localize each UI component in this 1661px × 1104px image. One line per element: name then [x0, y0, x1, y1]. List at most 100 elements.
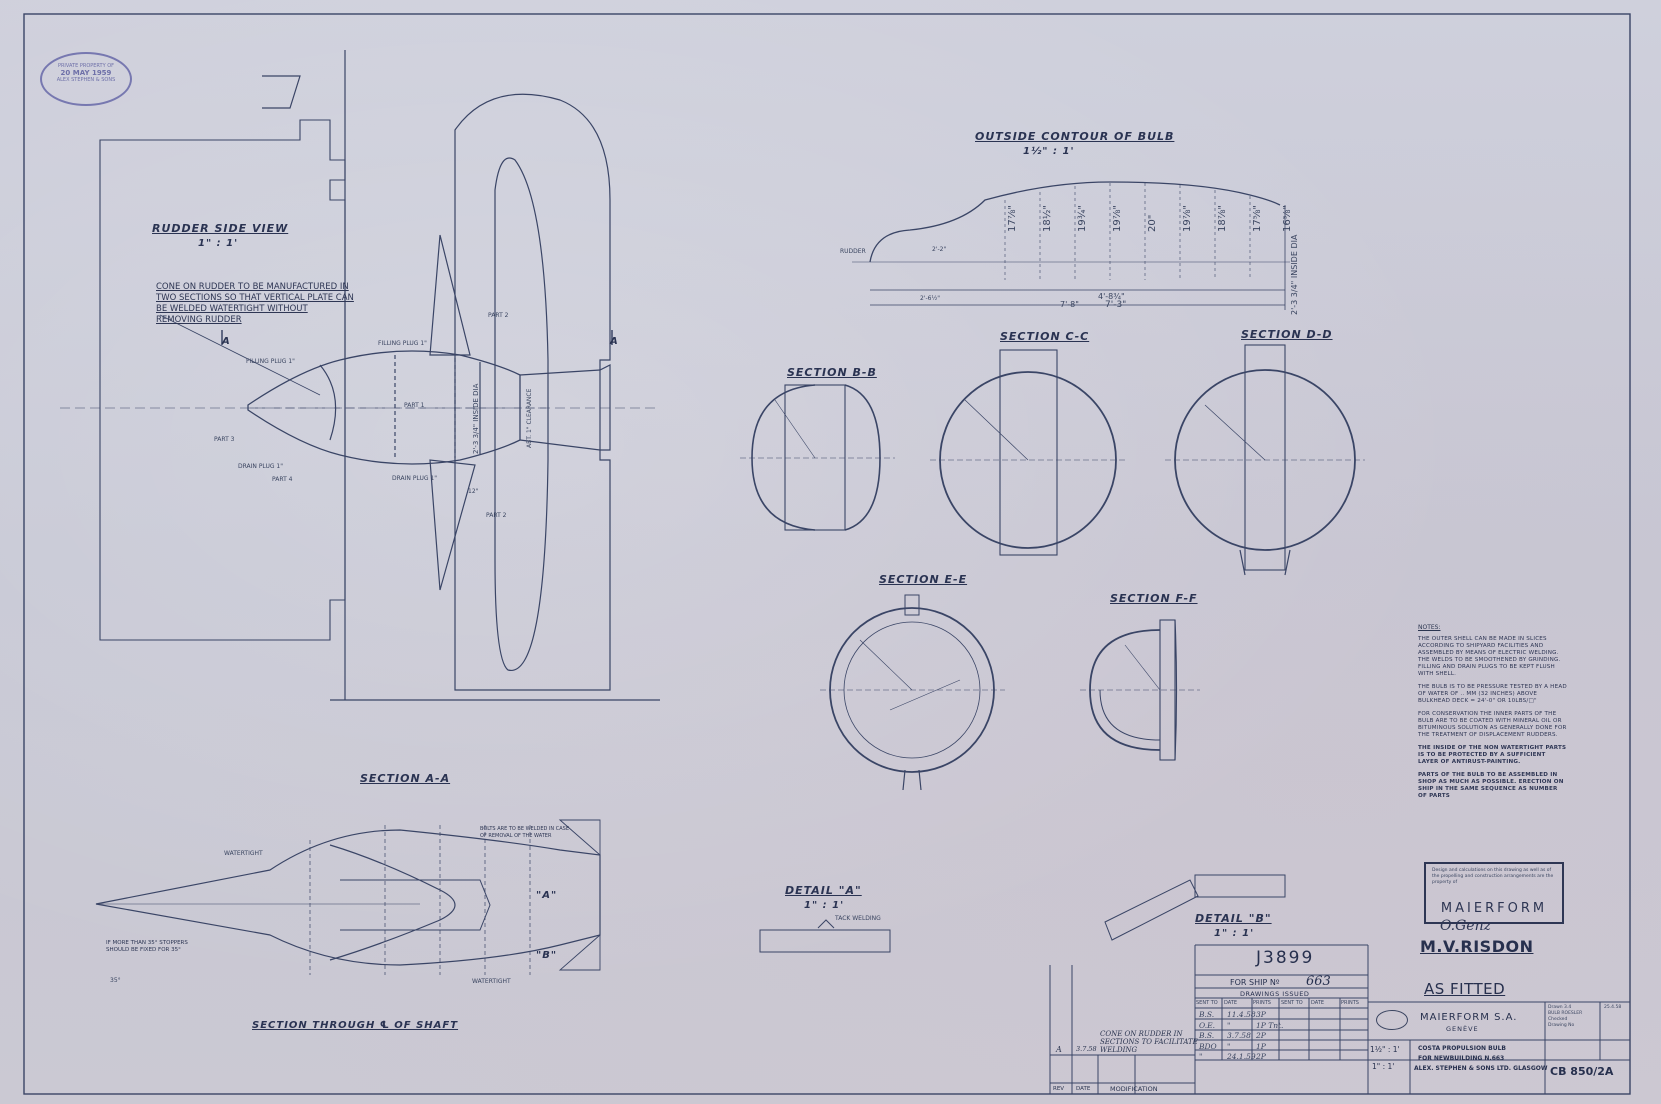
maierform-logo-icon — [1376, 1010, 1408, 1030]
issued-col-header: PRINTS — [1253, 1000, 1271, 1006]
contour-dim-9: 16⅝" — [1282, 204, 1293, 232]
for-ship-number: 663 — [1306, 974, 1331, 989]
issued-cell: 1P — [1256, 1041, 1266, 1051]
signature: O.Genz — [1440, 918, 1491, 934]
contour-total-1: 7'-8" — [1060, 300, 1079, 309]
maierform-brand: MAIERFORM — [1440, 901, 1548, 916]
part-3-label: PART 3 — [214, 436, 235, 443]
issued-col-header: PRINTS — [1341, 1000, 1359, 1006]
issued-cell: B.S. — [1199, 1031, 1215, 1040]
desc-line-1: COSTA PROPULSION BULB — [1418, 1045, 1507, 1052]
issued-cell: 3P — [1256, 1010, 1266, 1019]
section-shaft-title: SECTION THROUGH ℄ OF SHAFT — [252, 1020, 459, 1031]
detail-b-scale: 1" : 1' — [1214, 928, 1255, 939]
issued-cell: O.E. — [1199, 1020, 1215, 1030]
issued-cell: B.S. — [1199, 1010, 1215, 1019]
issued-col-header: SENT TO — [1196, 1000, 1218, 1006]
shaft-mark-a: "A" — [536, 890, 558, 901]
angle-label: 35° — [110, 977, 121, 984]
section-ff-drawing — [1080, 619, 1200, 761]
detail-b-drawing — [1104, 874, 1286, 941]
contour-dim-6: 19⅞" — [1182, 204, 1193, 232]
part-1-label: PART 1 — [404, 402, 425, 409]
contour-dim-8: 17⅝" — [1252, 204, 1263, 232]
detail-a-scale: 1" : 1' — [804, 900, 845, 911]
rev-letter: A — [1056, 1045, 1062, 1054]
section-ee-drawing — [820, 594, 1005, 791]
contour-rudder-label: RUDDER — [840, 248, 866, 255]
issued-cell: BDO — [1199, 1041, 1217, 1051]
date-header: DATE — [1076, 1086, 1091, 1092]
issued-cell: 1P Tnt. — [1256, 1020, 1284, 1030]
note-item-4: THE INSIDE OF THE NON WATERTIGHT PARTS I… — [1418, 745, 1567, 765]
for-ship-label: FOR SHIP Nº — [1230, 978, 1280, 987]
rudder-side-view-drawing — [60, 50, 660, 701]
contour-dim-7: 18⅞" — [1217, 204, 1228, 232]
maierform-fine-print: Design and calculations on this drawing … — [1432, 868, 1554, 885]
stopper-note: IF MORE THAN 35° STOPPERS SHOULD BE FIXE… — [106, 940, 188, 953]
notes-title: NOTES: — [1418, 624, 1441, 631]
section-ee-title: SECTION E-E — [879, 573, 968, 586]
note-item-1: THE OUTER SHELL CAN BE MADE IN SLICES AC… — [1418, 636, 1561, 677]
section-mark-a-left: A — [222, 336, 231, 347]
section-bb-drawing — [740, 384, 895, 531]
part-4-label: PART 4 — [272, 476, 293, 483]
stamp-line1: PRIVATE PROPERTY OF — [57, 63, 115, 69]
issued-cell: 2P — [1256, 1031, 1266, 1040]
outside-contour-title: OUTSIDE CONTOUR OF BULB — [975, 130, 1175, 143]
contour-dim-1: 17⅞" — [1007, 204, 1018, 232]
scale-2: 1" : 1' — [1372, 1062, 1395, 1071]
section-dd-drawing — [1165, 344, 1365, 576]
outside-contour-drawing — [852, 181, 1290, 310]
note-item-5: PARTS OF THE BULB TO BE ASSEMBLED IN SHO… — [1418, 772, 1564, 799]
ownership-stamp: PRIVATE PROPERTY OF 20 MAY 1959 ALEX STE… — [40, 52, 132, 106]
contour-side-2: 2'-6½" — [920, 295, 941, 302]
note-item-2: THE BULB IS TO BE PRESSURE TESTED BY A H… — [1418, 684, 1567, 704]
issued-col-header: SENT TO — [1281, 1000, 1303, 1006]
section-bb-title: SECTION B-B — [787, 366, 877, 379]
stamp-line3: ALEX STEPHEN & SONS — [56, 77, 116, 83]
section-dd-title: SECTION D-D — [1241, 328, 1333, 341]
issued-cell: 3.7.58 — [1227, 1031, 1251, 1040]
maierform-box: Design and calculations on this drawing … — [1424, 862, 1564, 924]
company-city: GENÈVE — [1446, 1025, 1479, 1033]
clearance-label: ABT. 1" CLEARANCE — [526, 388, 533, 448]
section-cc-drawing — [930, 349, 1128, 556]
issued-cell: 2P — [1256, 1052, 1266, 1061]
desc-line-3: ALEX. STEPHEN & SONS LTD. GLASGOW — [1414, 1065, 1548, 1072]
part-2-label: PART 2 — [488, 312, 509, 319]
as-fitted-label: AS FITTED — [1424, 980, 1506, 998]
rev-modification: CONE ON RUDDER IN SECTIONS TO FACILITATE… — [1100, 1030, 1198, 1054]
stamp-date: 20 MAY 1959 — [60, 69, 112, 77]
shaft-mark-b: "B" — [536, 950, 558, 961]
company-name: MAIERFORM S.A. — [1420, 1012, 1518, 1023]
issued-cell: " — [1227, 1020, 1231, 1030]
detail-a-note: TACK WELDING — [835, 915, 881, 922]
watertight-label-2: WATERTIGHT — [472, 978, 511, 985]
sheet-border — [23, 13, 1631, 1095]
issued-cell: 11.4.58 — [1227, 1010, 1256, 1019]
outside-contour-scale: 1½" : 1' — [1023, 146, 1075, 157]
issued-col-header: DATE — [1311, 1000, 1325, 1006]
drain-plug-label-2: DRAIN PLUG 1" — [392, 475, 438, 482]
contour-dim-3: 19¾" — [1077, 204, 1088, 232]
issued-cell: 24.1.59 — [1227, 1052, 1256, 1061]
issued-cell: " — [1199, 1052, 1203, 1061]
rudder-side-view-scale: 1" : 1' — [198, 238, 239, 249]
rudder-side-view-title: RUDDER SIDE VIEW — [152, 222, 289, 235]
ship-name: M.V.RISDON — [1420, 937, 1534, 956]
section-aa-title: SECTION A-A — [360, 772, 451, 785]
rev-header: REV — [1053, 1086, 1065, 1092]
bolts-note: BOLTS ARE TO BE WELDED IN CASE OF REMOVA… — [480, 826, 569, 839]
contour-dim-2: 18½" — [1042, 204, 1053, 232]
drain-plug-label: DRAIN PLUG 1" — [238, 463, 284, 470]
contour-side-1: 2'-2" — [932, 246, 947, 253]
filling-plug-label: FILLING PLUG 1" — [246, 358, 295, 365]
note-item-3: FOR CONSERVATION THE INNER PARTS OF THE … — [1418, 711, 1567, 738]
issued-col-header: DATE — [1224, 1000, 1238, 1006]
section-ff-title: SECTION F-F — [1110, 592, 1198, 605]
rudder-dia-label: 2'-3 3/4" INSIDE DIA — [472, 383, 480, 454]
